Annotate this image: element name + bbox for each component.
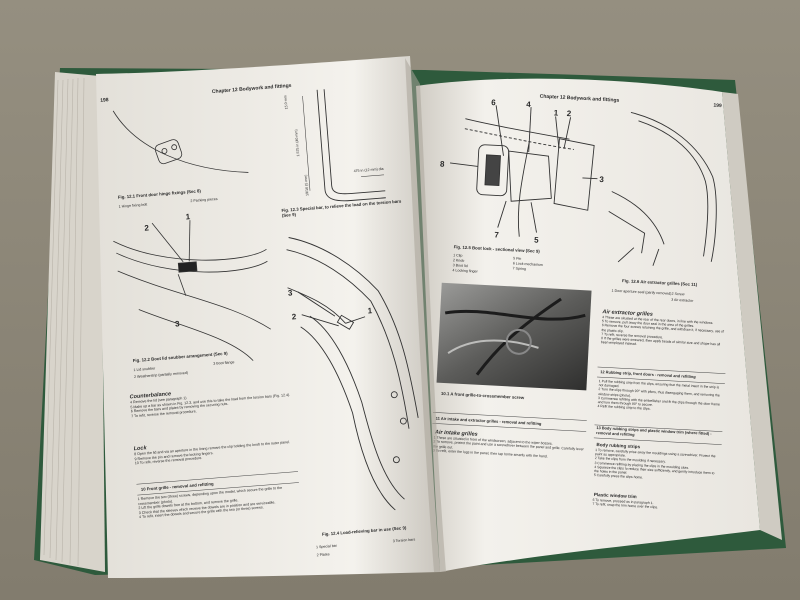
fig-12-3-drawing [302, 89, 386, 202]
left-page-edge-lines [43, 77, 85, 567]
photo-10-1-details [444, 297, 586, 376]
section-13-rule [594, 424, 723, 432]
fig-12-5-callout-4: 4 [526, 100, 531, 109]
section-11-text-block: 1 These are situated in front of the win… [433, 436, 584, 459]
fig-12-3-dim-4: 475 in (12 mm) dia [353, 167, 383, 173]
fig-12-1-legend-1: 1 Hinge fixing bolt [119, 203, 148, 209]
section-13-sub2: Plastic window trim [594, 492, 637, 499]
fig-12-6-drawing [608, 111, 717, 266]
fig-12-5-callout-8: 8 [440, 159, 445, 168]
fig-12-4-legend-3: 3 Torsion bars [393, 537, 416, 543]
fig-12-1-legend-2: 2 Packing pieces [190, 197, 218, 203]
fig-12-6-legend-3: 3 Air extractor [671, 298, 694, 303]
fig-12-2-legend-1: 1 Lid snubber [133, 366, 156, 372]
fig-12-5-caption: Fig. 12.5 Boot lock - sectional view (Se… [454, 244, 541, 254]
fig-12-4-caption: Fig. 12.4 Load-relieving bar in use (Sec… [322, 525, 407, 537]
fig-12-5-callout-2: 2 [567, 109, 572, 118]
fig-12-4-legend-1: 1 Special bar [316, 544, 338, 550]
fig-12-5-legend-1: 1 Clip [453, 253, 462, 257]
section-13-text-block-1: 1 To remove, carefully prise away the mo… [594, 448, 716, 480]
section-11-heading: 11 Air intake and extractor grilles - re… [436, 416, 543, 427]
section-11-rule-bottom [432, 423, 587, 432]
section-10-rule [136, 471, 299, 485]
section-11-sub1: Air intake grilles [434, 430, 478, 438]
photo-10-1-caption: 10.1 A front grille-to-crossmember screw [441, 391, 525, 400]
fig-12-4-callout-2: 2 [292, 312, 298, 321]
fig-12-1-drawing [112, 110, 249, 173]
fig-12-5-callout-3: 3 [599, 175, 604, 184]
right-running-head: Chapter 12 Bodywork and fittings [539, 94, 619, 104]
gutter-shadow [405, 58, 446, 572]
counterbalance-heading: Counterbalance [129, 391, 171, 400]
fig-12-5-legend-6: 6 Lock mechanism [513, 261, 543, 267]
fig-12-2-callout-2: 2 [144, 223, 150, 232]
fig-12-5-legend-2: 2 Knob [453, 258, 465, 263]
fig-12-5-legend-5: 5 Pin [513, 256, 521, 260]
left-page-number: 198 [100, 97, 109, 104]
right-page-number: 199 [713, 103, 722, 109]
fig-12-2-legend-2: 2 Weatherstrip (partially removed) [134, 371, 188, 379]
air-extractor-text-block: 4 These are situated at the rear of the … [601, 315, 724, 346]
fig-12-6-legend-1: 1 Door aperture seal (partly removed) [611, 289, 671, 296]
section-12-text-block: 1 Pull the rubbing strip from the clips,… [597, 379, 720, 411]
photo-10-1 [436, 282, 592, 391]
fig-12-5-legend-4: 4 Locking finger [452, 268, 478, 273]
section-10-rule-bottom [137, 482, 299, 496]
fig-12-4-drawing [286, 237, 419, 511]
section-10-heading: 10 Front grille - removal and refitting [141, 481, 214, 492]
fig-12-3-dim-3: 19/16 (5 mm) [304, 174, 310, 196]
section-13-rule-bottom [593, 437, 722, 445]
fig-12-5-drawing [449, 105, 598, 237]
fig-12-5-callout-5: 5 [534, 235, 539, 244]
lock-heading: Lock [134, 445, 148, 452]
fig-12-6-caption: Fig. 12.6 Air extractor grilles (Sec 11) [622, 278, 698, 287]
section-12-rule [597, 366, 726, 374]
fig-12-4-legend-2: 2 Plates [316, 552, 329, 557]
fig-12-2-legend-3: 3 Boot flange [213, 360, 234, 366]
section-12-heading: 12 Rubbing strip, front doors - removal … [600, 369, 696, 379]
fig-12-5-callout-7: 7 [494, 230, 499, 239]
fig-12-2-callout-3: 3 [175, 319, 181, 328]
fig-12-4-callout-3: 3 [288, 288, 294, 297]
left-page-stack [40, 72, 105, 572]
left-page [96, 56, 440, 578]
fig-12-6-legend-2: 2 Screw [671, 292, 685, 297]
fig-12-2-callout-1: 1 [185, 212, 191, 221]
section-13-sub1: Body rubbing strips [596, 442, 640, 449]
air-extractor-heading: Air extractor grilles [601, 309, 653, 318]
fig-12-3-dim-1: 15.0 mm [283, 95, 288, 109]
fig-12-4-callout-1: 1 [367, 306, 373, 315]
fig-12-2-drawing [113, 220, 271, 361]
section-11-rule [432, 412, 587, 421]
fig-12-1-caption: Fig. 12.1 Front door hinge fixings (Sec … [118, 188, 202, 200]
fig-12-5-legend-7: 7 Spring [513, 266, 527, 271]
fig-12-5-callout-1: 1 [554, 108, 559, 117]
fig-12-5-callout-6: 6 [491, 98, 496, 107]
right-page-stack [722, 92, 782, 540]
fig-12-5-legend-3: 3 Boot lid [453, 263, 468, 268]
right-page-content: Chapter 12 Bodywork and fittings 199 6 4… [432, 94, 726, 510]
fig-12-3-dim-2: 1.575 in (40 mm) [294, 129, 300, 156]
section-12-rule-bottom [597, 376, 725, 384]
section-10-text-block: 1 Remove the two (three) screws, dependi… [138, 486, 283, 520]
